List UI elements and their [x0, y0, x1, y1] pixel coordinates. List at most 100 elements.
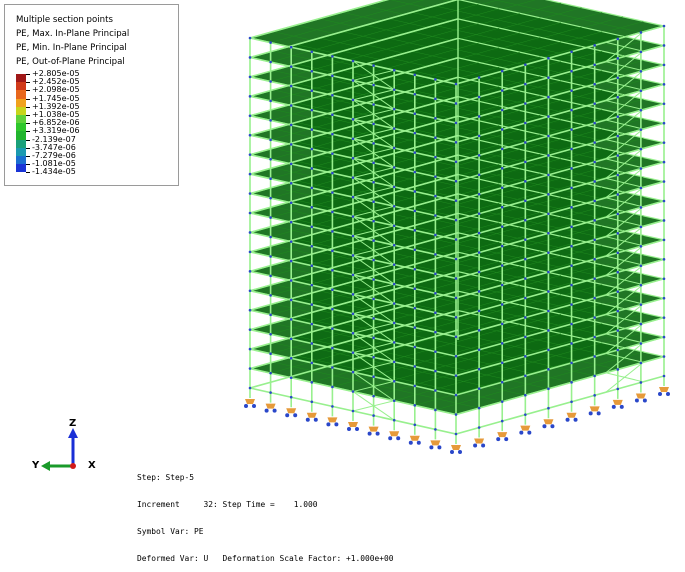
node-marker	[593, 63, 596, 67]
slab-grid-line	[352, 333, 562, 392]
support-pin	[658, 392, 662, 396]
node-marker	[392, 263, 396, 266]
node-marker	[454, 257, 458, 261]
node-marker	[289, 220, 293, 224]
increment-info: Increment 32: Step Time = 1.000	[137, 500, 318, 509]
node-marker	[662, 258, 666, 261]
node-marker	[269, 60, 272, 64]
support-pin	[375, 431, 380, 436]
node-marker	[289, 240, 293, 243]
axis-triad: Z Y X	[30, 418, 110, 478]
node-marker	[616, 251, 620, 255]
node-marker	[434, 233, 437, 237]
node-marker	[289, 395, 293, 399]
node-marker	[372, 219, 375, 223]
node-marker	[434, 369, 437, 373]
node-marker	[500, 108, 504, 112]
node-marker	[593, 199, 596, 203]
legend-swatch	[16, 147, 26, 156]
node-marker	[477, 95, 481, 99]
node-marker	[547, 309, 550, 313]
support-base	[286, 408, 297, 414]
brace	[605, 158, 644, 169]
node-marker	[500, 244, 504, 248]
node-marker	[477, 251, 481, 254]
node-marker	[570, 167, 573, 170]
support-pin	[416, 440, 421, 445]
support-base	[409, 435, 420, 441]
node-marker	[477, 212, 481, 215]
node-marker	[570, 244, 573, 248]
node-marker	[413, 92, 417, 96]
support-pin	[305, 417, 310, 422]
node-marker	[269, 41, 272, 44]
node-marker	[639, 128, 643, 131]
node-marker	[662, 160, 666, 164]
slab-grid-line	[270, 237, 479, 296]
slab-grid-line	[270, 101, 479, 160]
node-marker	[392, 302, 396, 305]
slab-grid-line	[434, 277, 641, 325]
support-base	[306, 412, 317, 418]
node-marker	[639, 245, 643, 248]
contour-legend[interactable]: Multiple section points PE, Max. In-Plan…	[4, 4, 179, 186]
support-pin	[272, 408, 277, 413]
node-marker	[372, 64, 375, 67]
node-marker	[616, 348, 620, 352]
slab-grid-line	[434, 83, 641, 130]
node-marker	[434, 253, 437, 256]
brace	[352, 216, 395, 246]
node-marker	[662, 374, 666, 378]
node-marker	[570, 400, 573, 404]
support-pin	[326, 422, 331, 427]
support-symbol	[611, 399, 624, 409]
symbol-var: Symbol Var: PE	[137, 527, 204, 536]
node-marker	[372, 258, 375, 262]
node-marker	[662, 199, 666, 203]
node-marker	[547, 154, 550, 157]
model-viewport[interactable]	[0, 0, 685, 499]
node-marker	[413, 326, 417, 329]
slab-grid-line	[434, 44, 641, 92]
node-marker	[454, 432, 458, 436]
node-marker	[593, 335, 596, 339]
node-marker	[454, 179, 458, 183]
brace	[605, 333, 644, 344]
node-marker	[269, 119, 272, 122]
slab-grid-line	[435, 351, 644, 411]
node-marker	[593, 141, 596, 144]
node-marker	[434, 155, 437, 159]
node-marker	[639, 70, 643, 73]
node-marker	[524, 199, 527, 203]
node-marker	[351, 59, 355, 63]
legend-swatch	[16, 106, 26, 115]
support-pin	[347, 427, 351, 431]
node-marker	[248, 211, 252, 215]
node-marker	[372, 394, 375, 398]
slab-grid-line	[270, 314, 479, 374]
node-marker	[570, 283, 573, 287]
slab-grid-line	[270, 81, 479, 141]
support-pin	[504, 437, 509, 442]
node-marker	[392, 399, 396, 403]
slab-grid-line	[342, 342, 549, 390]
support-pin	[334, 422, 339, 427]
node-marker	[248, 56, 252, 59]
support-base	[520, 425, 531, 431]
node-marker	[413, 73, 417, 77]
node-marker	[248, 114, 252, 118]
support-symbol	[588, 406, 601, 416]
support-symbol	[326, 417, 339, 427]
node-marker	[392, 321, 396, 325]
node-marker	[639, 167, 643, 170]
node-marker	[547, 406, 550, 410]
slab-grid-line	[311, 324, 520, 383]
node-marker	[616, 154, 620, 157]
node-marker	[639, 186, 643, 190]
node-marker	[500, 342, 504, 345]
legend-tick	[26, 82, 30, 84]
node-marker	[616, 95, 620, 99]
node-marker	[413, 287, 417, 290]
node-marker	[616, 76, 620, 80]
support-pin	[573, 417, 578, 422]
